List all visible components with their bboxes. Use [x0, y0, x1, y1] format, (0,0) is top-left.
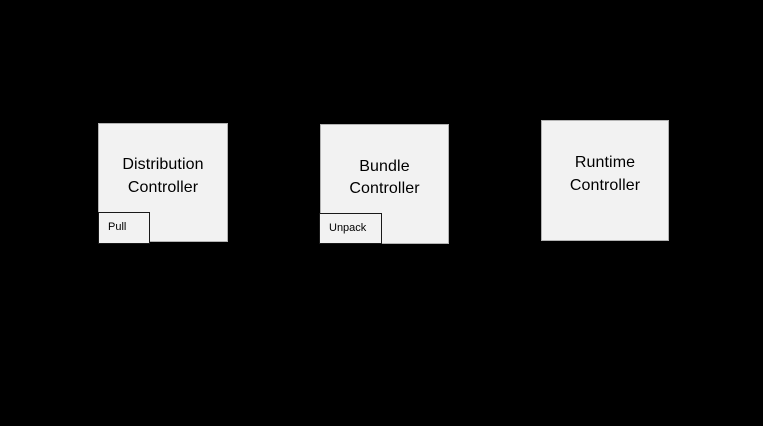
subnode-unpack[interactable]: Unpack [319, 213, 382, 244]
node-runtime-controller-label: Runtime Controller [569, 154, 641, 194]
subnode-unpack-label: Unpack [329, 221, 367, 234]
node-runtime-controller[interactable]: Runtime Controller [541, 120, 669, 241]
node-bundle-controller-label: Bundle Controller [349, 157, 420, 197]
node-distribution-controller-label: Distribution Controller [122, 156, 204, 196]
subnode-pull-label: Pull [108, 221, 127, 234]
subnode-pull[interactable]: Pull [98, 212, 150, 244]
